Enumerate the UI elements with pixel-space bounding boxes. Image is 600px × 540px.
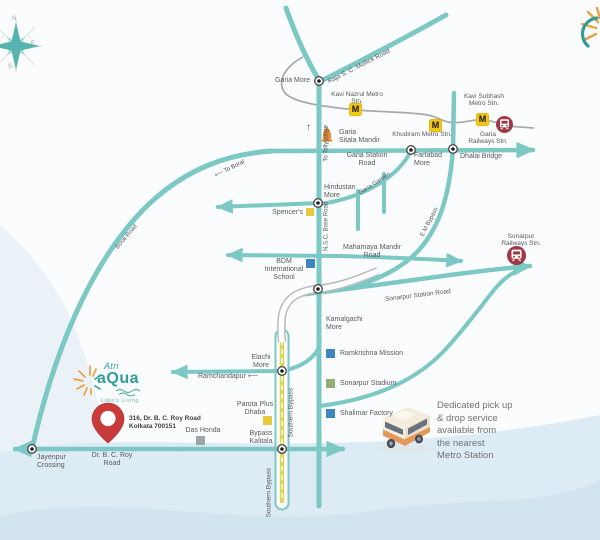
road-mahamaya-east — [338, 252, 463, 268]
bdm-school-label: BDM International School — [264, 258, 304, 281]
bdm-school-marker — [306, 259, 315, 268]
road-sonarpur-sweep — [317, 266, 526, 408]
logo-wave-underline-1 — [115, 389, 141, 393]
garia-station-road-label: Garia Station Road — [346, 152, 388, 167]
shuttle-van-icon — [376, 407, 430, 454]
location-pin-icon — [91, 402, 125, 444]
road-garia-station — [265, 141, 536, 159]
road-garia-garden-curve — [319, 149, 413, 206]
pickup-service-note: Dedicated pick up & drop service availab… — [437, 400, 513, 461]
road-ramchandapur — [171, 364, 284, 380]
temple-icon — [321, 126, 333, 142]
kavi-nazrul-metro-icon: M — [349, 103, 362, 116]
ramkrishna-mission-label: Ramkrishna Mission — [340, 350, 404, 357]
sonarpur-stadium-label: Sonarpur Stadium — [340, 380, 397, 387]
junction-dot-garia-more — [313, 75, 325, 87]
junction-dot-bypass-kalitala — [276, 443, 288, 455]
sonarpur-railway-label: Sonarpur Railways Stn. — [501, 233, 541, 248]
brand-name: aQua — [97, 370, 140, 387]
junction-dot-fartabad — [405, 144, 417, 156]
junction-dot-hindustan — [312, 197, 324, 209]
mahamaya-mandir-road-label: Mahamaya Mandir Road — [343, 244, 401, 259]
road-network — [29, 5, 536, 509]
water-wash-background — [0, 225, 600, 540]
hindustan-more-label: Hindustan More — [324, 184, 356, 199]
shalimar-factory-label: Shalimar Factory — [340, 410, 393, 417]
dhalai-bridge-label: Dhalai Bridge — [460, 153, 503, 160]
garia-more-label: Garia More — [274, 77, 310, 84]
road-mahamaya-west — [226, 247, 342, 263]
junction-dot-elachi — [276, 365, 288, 377]
sonarpur-railway-icon — [507, 246, 527, 266]
khudiram-label: Khudiram Metro Stn. — [392, 131, 452, 138]
kavi-subhash-metro-icon: M — [476, 113, 489, 126]
ramkrishna-mission-marker — [326, 349, 335, 358]
junction-dot-flyover — [312, 283, 324, 295]
garia-railway-label: Garia Railways Stn. — [468, 131, 508, 146]
parota-plus-label: Parota Plus Dhaba — [236, 401, 274, 416]
southern-bypass-label-1: Southern Bypass — [287, 387, 295, 438]
parota-plus-marker — [263, 416, 272, 425]
project-address: 316, Dr. B. C. Roy Road Kolkata 700151 — [129, 415, 201, 430]
road-boral-arc — [29, 148, 275, 452]
das-honda-label: Das Honda — [185, 427, 221, 434]
brand-starburst-icon — [73, 365, 102, 396]
brand-name-top: Atri — [104, 361, 119, 371]
junction-dot-jayenpur — [26, 443, 38, 455]
road-em-bypass — [349, 90, 457, 291]
compass-s: S — [8, 64, 13, 70]
crossing-roads — [12, 364, 346, 458]
to-tollygunge-label: To Tollygunge — [323, 125, 330, 162]
kavi-nazrul-label: Kavi Nazrul Metro Stn. — [331, 91, 383, 106]
sonarpur-stadium-marker — [326, 379, 335, 388]
shalimar-factory-marker — [326, 409, 335, 418]
compass-rose-icon — [0, 19, 43, 73]
nsc-bose-road-label: N.S.C. Bose Road — [323, 201, 330, 251]
khudiram-metro-icon: M — [429, 119, 442, 132]
spencers-label: Spencer's — [272, 209, 303, 216]
compass-n: N — [12, 16, 17, 22]
das-honda-marker — [196, 436, 205, 445]
tollygunge-arrow-icon: ↑ — [306, 122, 311, 133]
logo-wave-underline-2 — [118, 392, 136, 397]
spencers-marker — [306, 208, 314, 216]
compass-e: E — [31, 41, 36, 47]
elachi-more-label: Elachi More — [251, 354, 271, 369]
dr-bc-roy-road-label: Dr. B. C. Roy Road — [91, 452, 133, 467]
garia-sitala-mandir-label: Garia Sitala Mandir — [339, 129, 380, 144]
fartabad-more-label: Fartabad More — [414, 152, 443, 167]
bypass-kalitala-label: Bypass Kalitala — [249, 430, 273, 445]
jayenpur-crossing-label: Jayenpur Crossing — [37, 454, 66, 469]
garia-railway-icon — [496, 116, 513, 133]
road-raja-sc-mullick — [318, 12, 449, 84]
brand-tagline: Lake's Living — [101, 398, 139, 404]
southern-bypass-label-2: Southern Bypass — [265, 467, 273, 518]
road-elachi-connector — [284, 346, 321, 372]
flyover — [277, 267, 380, 343]
ramchandapur-label: Ramchandapur ⟵ — [198, 373, 258, 380]
corner-logo-icon — [580, 6, 600, 48]
road-hindustan-west — [216, 199, 322, 214]
left-arrow-icon: ⟵ — [247, 373, 258, 380]
junction-markers — [26, 75, 459, 455]
kamalgachi-more-label: Kamalgachi More — [326, 316, 363, 331]
kavi-subhash-label: Kavi Subhash Metro Stn. — [463, 93, 505, 108]
road-garia-more-north-branch — [283, 5, 322, 83]
junction-dot-dhalai — [447, 143, 459, 155]
